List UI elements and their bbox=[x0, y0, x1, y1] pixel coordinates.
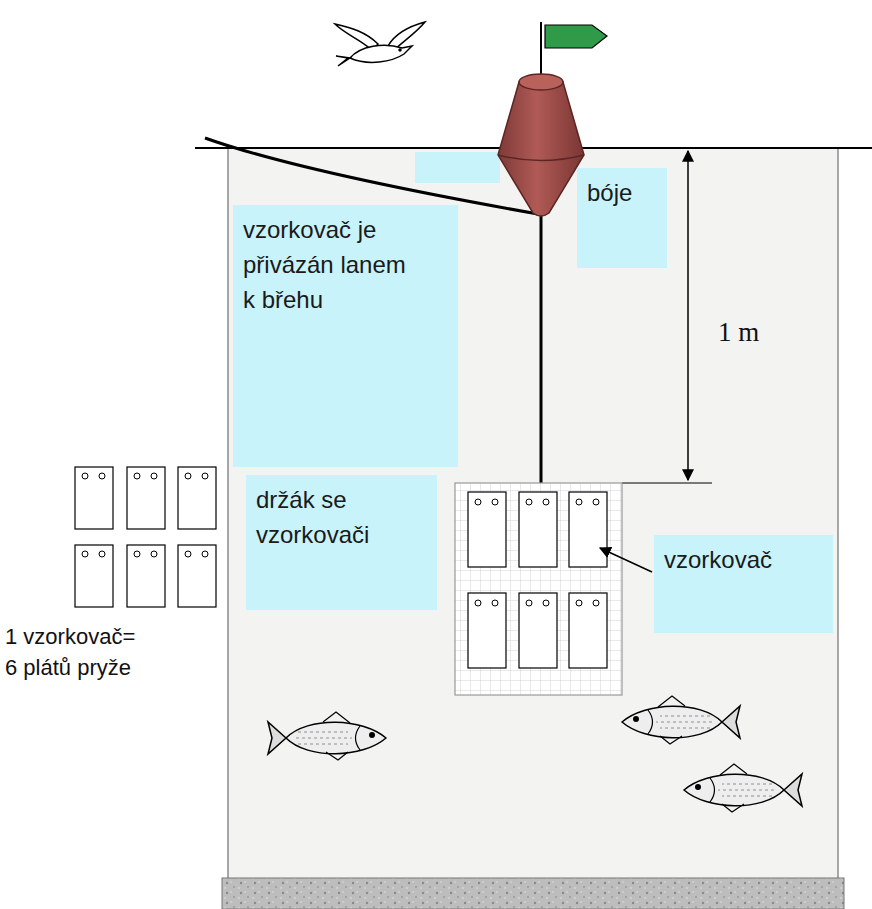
dimension-line bbox=[622, 482, 712, 483]
callout-box: držák se vzorkovači bbox=[246, 475, 437, 610]
dimension-label: 1 m bbox=[718, 314, 759, 352]
holder-grid bbox=[455, 483, 622, 695]
note-text: 1 vzorkovač= 6 plátů pryže bbox=[5, 622, 139, 684]
rope bbox=[540, 214, 543, 483]
callout-box: bóje bbox=[577, 168, 667, 268]
empty-box bbox=[415, 152, 500, 183]
callout-text: vzorkovač bbox=[664, 543, 823, 578]
gravel-bottom bbox=[222, 878, 844, 909]
holder bbox=[455, 483, 622, 695]
rope bbox=[205, 138, 538, 214]
callout-box: vzorkovač je přivázán lanem k břehu bbox=[233, 205, 458, 467]
seagull bbox=[335, 22, 425, 66]
callout-text: vzorkovač je přivázán lanem k břehu bbox=[243, 213, 408, 317]
dimension-arrow bbox=[687, 151, 689, 480]
callout-text: držák se vzorkovači bbox=[256, 483, 427, 553]
water-tank bbox=[228, 148, 838, 880]
callout-text: bóje bbox=[587, 176, 657, 211]
callout-box: vzorkovač bbox=[654, 535, 833, 633]
leader-arrow bbox=[600, 548, 652, 572]
